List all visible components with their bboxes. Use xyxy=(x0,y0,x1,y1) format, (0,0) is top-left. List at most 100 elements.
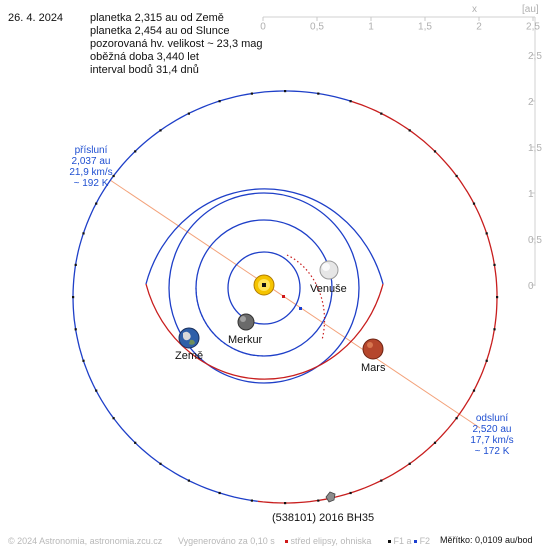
info-magnitude: pozorovaná hv. velikost ~ 23,3 mag xyxy=(90,38,263,50)
perihelion-distance: 2,037 au xyxy=(71,156,111,167)
x-axis-ticks: 0 0,5 1 1,5 2 2,5 xyxy=(260,17,540,32)
asteroid-orbit xyxy=(72,90,499,505)
asteroid-orbit-point xyxy=(493,263,496,266)
y-tick-label: 1,5 xyxy=(528,143,542,154)
info-period: oběžná doba 3,440 let xyxy=(90,51,199,63)
asteroid-orbit-point xyxy=(218,491,221,495)
legend-center-label: střed elipsy, ohniska xyxy=(290,536,372,546)
asteroid-orbit-point xyxy=(72,296,75,299)
aphelion-temperature: ~ 172 K xyxy=(474,446,510,457)
perihelion-info: přísluní 2,037 au 21,9 km/s ~ 192 K xyxy=(62,145,120,189)
asteroid-orbit-point xyxy=(472,389,476,392)
x-tick-label: 0 xyxy=(260,21,266,32)
asteroid-orbit-point xyxy=(349,491,352,495)
info-block: planetka 2,315 au od Země planetka 2,454… xyxy=(90,12,263,77)
asteroid-icon xyxy=(325,491,336,503)
asteroid-orbit-point xyxy=(493,328,496,331)
sun-icon xyxy=(253,274,275,296)
asteroid-orbit-point xyxy=(284,502,287,505)
asteroid-orbit-point xyxy=(187,112,190,115)
perihelion-title: přísluní xyxy=(74,145,108,156)
x-axis-name: x xyxy=(472,4,477,15)
asteroid-orbit-point xyxy=(433,150,437,153)
aphelion-distance: 2,520 au xyxy=(472,424,512,435)
y-tick-label: 0,5 xyxy=(528,235,542,246)
asteroid-orbit-point xyxy=(496,296,499,299)
planet-orbits xyxy=(145,188,384,384)
asteroid-orbit-point xyxy=(408,462,411,465)
asteroid-orbit-far xyxy=(257,100,498,504)
info-interval: interval bodů 31,4 dnů xyxy=(90,64,199,76)
legend-center: střed elipsy, ohniska xyxy=(285,535,371,548)
asteroid-orbit-point xyxy=(112,417,115,420)
asteroid-orbit-point xyxy=(82,359,85,362)
asteroid-orbit-point xyxy=(82,232,85,235)
y-tick-label: 2 xyxy=(528,97,534,108)
asteroid-orbit-point xyxy=(433,441,437,444)
asteroid-orbit-point xyxy=(187,479,190,482)
venus-orbit-dotted xyxy=(195,287,265,357)
mars-orbit-far xyxy=(145,283,384,380)
asteroid-orbit-point xyxy=(472,202,476,205)
aphelion-speed: 17,7 km/s xyxy=(470,435,514,446)
x-tick-label: 1,5 xyxy=(418,21,432,32)
y-axis-ticks: 2,5 2 1,5 1 0,5 0 xyxy=(528,51,542,292)
asteroid-orbit-point xyxy=(134,441,137,444)
legend-center-marker xyxy=(285,540,288,544)
asteroid-orbit-point xyxy=(284,90,287,93)
copyright-text: © 2024 Astronomia, astronomia.zcu.cz xyxy=(8,536,163,546)
info-distance-earth: planetka 2,315 au od Země xyxy=(90,12,224,24)
mercury-orbit xyxy=(227,251,301,325)
legend-f2-marker xyxy=(414,540,418,544)
perihelion-speed: 21,9 km/s xyxy=(69,167,113,178)
mars-orbit-near xyxy=(145,188,384,285)
asteroid-orbit-point xyxy=(380,479,383,482)
perihelion-temperature: ~ 192 K xyxy=(73,178,109,189)
mercury-icon xyxy=(237,313,255,331)
aphelion-info: odsluní 2,520 au 17,7 km/s ~ 172 K xyxy=(462,413,522,457)
legend-f2-label: F2 xyxy=(419,536,431,546)
asteroid-orbit-point xyxy=(74,263,77,266)
x-tick-label: 0,5 xyxy=(310,21,324,32)
asteroid-orbit-point xyxy=(159,462,162,465)
asteroid-orbit-point xyxy=(380,112,383,115)
mars-icon xyxy=(362,338,384,360)
asteroid-orbit-point xyxy=(74,328,77,331)
mars-label: Mars xyxy=(361,362,386,374)
x-tick-label: 1 xyxy=(368,21,374,32)
asteroid-orbit-point xyxy=(112,174,115,178)
asteroid-orbit-point xyxy=(455,174,458,178)
asteroid-label: (538101) 2016 BH35 xyxy=(272,512,374,524)
asteroid-orbit-point xyxy=(349,100,352,103)
generated-text: Vygenerováno za 0,10 s xyxy=(178,536,275,546)
asteroid-orbit-point xyxy=(317,499,320,502)
apsis-line xyxy=(109,179,481,429)
asteroid-orbit-point xyxy=(95,389,98,392)
scale-text: Měřítko: 0,0109 au/bod xyxy=(440,535,533,545)
asteroid-orbit-point xyxy=(250,92,253,95)
y-tick-label: 0 xyxy=(528,281,534,292)
y-tick-label: 1 xyxy=(528,189,534,200)
venus-icon xyxy=(319,260,339,280)
y-tick-label: 2,5 xyxy=(528,51,542,62)
earth-label: Země xyxy=(175,350,203,362)
asteroid-orbit-point xyxy=(159,129,162,132)
x-tick-label: 2 xyxy=(476,21,482,32)
asteroid-orbit-point xyxy=(408,129,411,132)
asteroid-orbit-point xyxy=(455,417,458,420)
asteroid-orbit-point xyxy=(95,202,98,205)
asteroid-orbit-point xyxy=(250,499,253,502)
earth-orbit xyxy=(168,192,360,384)
info-distance-sun: planetka 2,454 au od Slunce xyxy=(90,25,230,37)
venus-label: Venuše xyxy=(310,283,347,295)
earth-icon xyxy=(178,327,200,349)
mercury-label: Merkur xyxy=(228,334,263,346)
asteroid-orbit-point xyxy=(317,92,320,95)
legend-f1-marker xyxy=(388,540,391,544)
asteroid-orbit-point xyxy=(218,100,221,103)
aphelion-title: odsluní xyxy=(475,413,509,424)
asteroid-orbit-point xyxy=(485,232,488,235)
x-tick-label: 2,5 xyxy=(526,21,540,32)
